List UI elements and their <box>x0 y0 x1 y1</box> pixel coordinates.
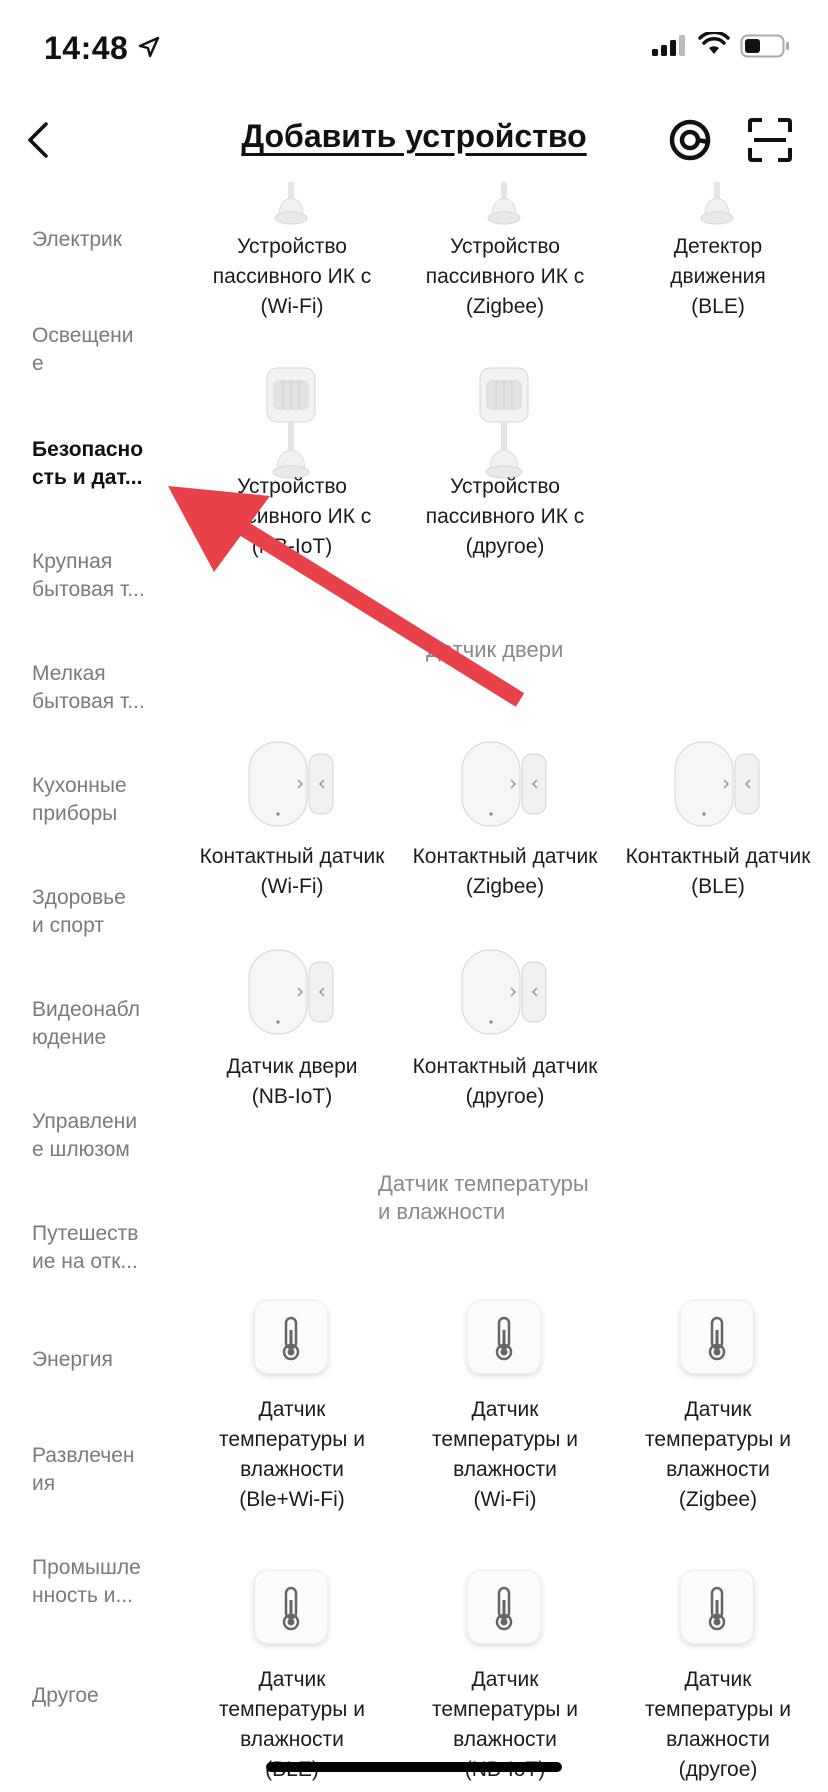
cellular-signal-icon <box>652 35 685 56</box>
device-door-nbiot[interactable]: Датчик двери (NB-IoT) <box>186 1052 398 1112</box>
device-label: Датчик температуры и влажности (другое) <box>645 1668 791 1781</box>
device-pir-other[interactable]: Устройство пассивного ИК с (другое) <box>399 472 611 562</box>
sidebar-item[interactable]: Путешеств ие на отк... <box>32 1222 139 1273</box>
sensor-mount-icon <box>700 182 734 225</box>
sidebar-item[interactable]: Здоровье и спорт <box>32 886 126 937</box>
device-pir-zigbee[interactable]: Устройство пассивного ИК с (Zigbee) <box>399 232 611 322</box>
section-title: Датчик двери <box>426 637 564 662</box>
device-label: Контактный датчик (BLE) <box>625 845 811 898</box>
device-pir-nbiot[interactable]: Устройство пассивного ИК с (NB-IoT) <box>186 472 398 562</box>
device-label: Устройство пассивного ИК с (Wi-Fi) <box>212 235 372 318</box>
device-label: Датчик двери (NB-IoT) <box>226 1055 358 1108</box>
battery-icon <box>740 34 789 58</box>
sidebar-item[interactable]: Энергия <box>32 1348 113 1371</box>
device-temp-ble-wifi[interactable]: Датчик температуры и влажности (Ble+Wi-F… <box>186 1395 398 1515</box>
pir-sensor-icon <box>266 367 316 479</box>
sensor-mount-icon <box>274 182 308 225</box>
device-temp-zigbee[interactable]: Датчик температуры и влажности (Zigbee) <box>612 1395 824 1515</box>
sidebar-item[interactable]: Кухонные приборы <box>32 774 127 825</box>
device-label: Датчик температуры и влажности (Wi-Fi) <box>432 1398 578 1511</box>
device-label: Устройство пассивного ИК с (NB-IoT) <box>212 475 372 558</box>
thermometer-icon <box>467 1300 541 1374</box>
device-contact-ble[interactable]: Контактный датчик (BLE) <box>612 842 824 902</box>
sidebar-item[interactable]: Развлечен ия <box>32 1444 135 1495</box>
device-label: Контактный датчик (Wi-Fi) <box>199 845 385 898</box>
thermometer-icon <box>680 1570 754 1644</box>
device-contact-wifi[interactable]: Контактный датчик (Wi-Fi) <box>186 842 398 902</box>
thermometer-icon <box>254 1570 328 1644</box>
page-title: Добавить устройство <box>241 118 587 154</box>
door-sensor-icon <box>461 741 547 827</box>
device-label: Датчик температуры и влажности (Zigbee) <box>645 1398 791 1511</box>
sidebar-item[interactable]: Промышле нность и... <box>32 1556 141 1607</box>
sidebar-item[interactable]: Другое <box>32 1684 99 1707</box>
door-sensor-icon <box>248 949 334 1035</box>
device-temp-wifi[interactable]: Датчик температуры и влажности (Wi-Fi) <box>399 1395 611 1515</box>
device-label: Устройство пассивного ИК с (другое) <box>425 475 585 558</box>
section-title: Датчик температуры и влажности <box>378 1171 589 1224</box>
door-sensor-icon <box>248 741 334 827</box>
device-pir-wifi[interactable]: Устройство пассивного ИК с (Wi-Fi) <box>186 232 398 322</box>
device-label: Устройство пассивного ИК с (Zigbee) <box>425 235 585 318</box>
device-label: Датчик температуры и влажности (Ble+Wi-F… <box>219 1398 365 1511</box>
thermometer-icon <box>254 1300 328 1374</box>
sidebar-item[interactable]: Безопасно сть и дат... <box>32 438 144 489</box>
auto-discover-icon[interactable] <box>668 118 712 162</box>
sidebar-item[interactable]: Крупная бытовая т... <box>32 550 145 601</box>
sensor-mount-icon <box>487 182 521 225</box>
sidebar-item[interactable]: Видеонабл юдение <box>32 998 140 1049</box>
sidebar-item[interactable]: Мелкая бытовая т... <box>32 662 145 713</box>
scan-qr-icon[interactable] <box>748 118 792 162</box>
device-label: Контактный датчик (Zigbee) <box>412 845 598 898</box>
door-sensor-icon <box>461 949 547 1035</box>
device-motion-ble[interactable]: Детектор движения (BLE) <box>612 232 824 322</box>
device-label: Детектор движения (BLE) <box>670 235 766 318</box>
wifi-icon <box>698 32 730 54</box>
door-sensor-icon <box>674 741 760 827</box>
back-chevron-icon[interactable] <box>26 120 50 160</box>
location-arrow-icon <box>138 36 160 58</box>
home-indicator <box>266 1762 562 1772</box>
pir-sensor-icon <box>479 367 529 479</box>
sidebar-item[interactable]: Управлени е шлюзом <box>32 1110 138 1161</box>
sidebar-item[interactable]: Электрик <box>32 228 122 251</box>
status-time: 14:48 <box>44 30 129 66</box>
device-contact-other[interactable]: Контактный датчик (другое) <box>399 1052 611 1112</box>
device-temp-other[interactable]: Датчик температуры и влажности (другое) <box>612 1665 824 1785</box>
device-label: Контактный датчик (другое) <box>412 1055 598 1108</box>
device-contact-zigbee[interactable]: Контактный датчик (Zigbee) <box>399 842 611 902</box>
thermometer-icon <box>467 1570 541 1644</box>
sidebar-item[interactable]: Освещени е <box>32 324 134 375</box>
thermometer-icon <box>680 1300 754 1374</box>
